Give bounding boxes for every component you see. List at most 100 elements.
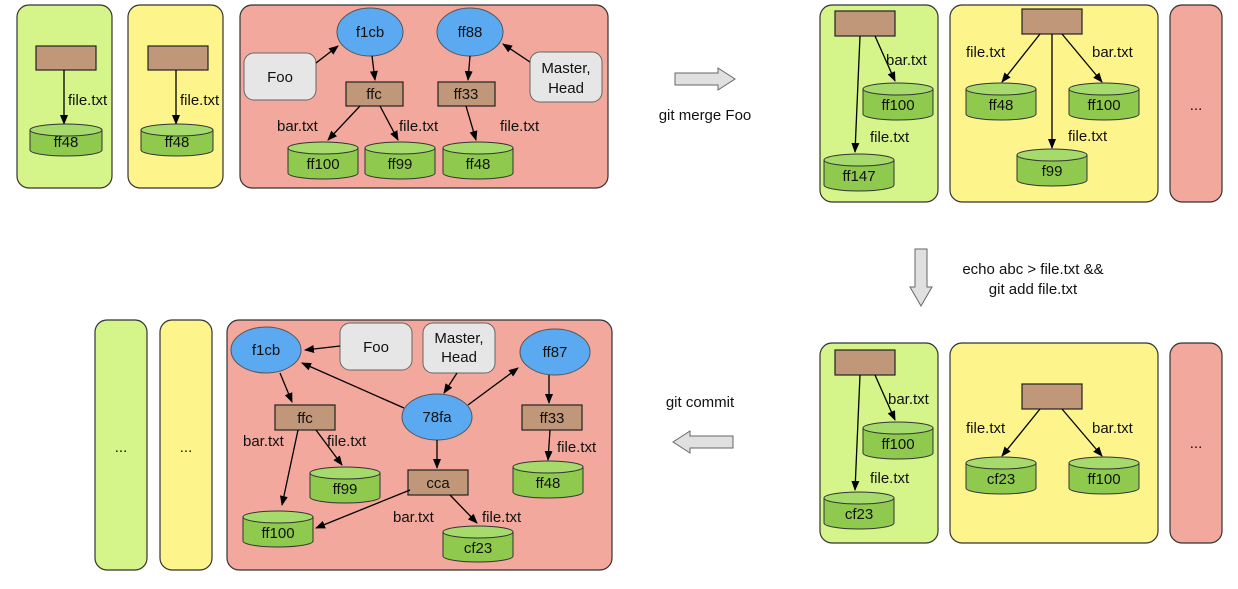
- tree-ffc: ffc: [274, 404, 336, 431]
- blob-cf23: cf23: [965, 456, 1037, 495]
- tree-ff33: ff33: [521, 404, 583, 431]
- arrow-right-icon: [674, 67, 736, 91]
- svg-text:ff48: ff48: [165, 134, 190, 151]
- svg-text:Master,: Master,: [541, 60, 590, 77]
- ref-foo: Foo: [243, 52, 317, 101]
- commit-f1cb: f1cb: [230, 326, 302, 374]
- svg-text:cf23: cf23: [464, 540, 492, 557]
- tree-node: [1021, 8, 1083, 35]
- blob-ff100: ff100: [862, 421, 934, 460]
- blob-ff48: ff48: [29, 123, 103, 157]
- state-initial: file.txt ff48 file.txt ff48 Foo Master, …: [16, 4, 609, 189]
- svg-text:Head: Head: [548, 80, 584, 97]
- ellipsis-label: ...: [180, 439, 193, 456]
- svg-text:ff48: ff48: [989, 97, 1014, 114]
- arrow-left-icon: [672, 430, 734, 454]
- blob-ff99: ff99: [364, 141, 436, 180]
- edge-label: file.txt: [966, 44, 1006, 61]
- commit-78fa: 78fa: [401, 393, 473, 441]
- ref-foo: Foo: [339, 322, 413, 371]
- svg-text:Head: Head: [441, 349, 477, 366]
- svg-text:ffc: ffc: [297, 410, 313, 427]
- blob-f99: f99: [1016, 148, 1088, 187]
- edge-label: file.txt: [500, 118, 540, 135]
- blob-cf23: cf23: [823, 491, 895, 530]
- state-after-commit: ... ... f1cb Foo Master, Head ff87 78fa: [94, 319, 613, 571]
- step-merge-label: git merge Foo: [659, 107, 752, 124]
- commit-ff87: ff87: [519, 328, 591, 376]
- tree-ff33: ff33: [437, 81, 496, 107]
- edge-label: file.txt: [399, 118, 439, 135]
- working-dir-panel: [94, 319, 148, 571]
- tree-node: [834, 10, 896, 37]
- blob-ff100: ff100: [1068, 456, 1140, 495]
- svg-text:ff100: ff100: [1087, 471, 1120, 488]
- ref-master-head: Master, Head: [422, 322, 496, 374]
- blob-ff100: ff100: [287, 141, 359, 180]
- blob-ff100: ff100: [862, 82, 934, 121]
- edge-label: bar.txt: [1092, 420, 1134, 437]
- arrow-down-icon: [909, 248, 933, 307]
- tree-node: [147, 45, 209, 71]
- edge-label: bar.txt: [393, 509, 435, 526]
- blob-ff48: ff48: [442, 141, 514, 180]
- ref-master-head: Master, Head: [529, 51, 603, 103]
- svg-text:ff100: ff100: [881, 97, 914, 114]
- svg-text:ff33: ff33: [540, 410, 565, 427]
- state-after-add: bar.txt file.txt ff100 cf23 file.txt bar…: [819, 342, 1223, 544]
- svg-text:f1cb: f1cb: [252, 342, 280, 359]
- blob-ff99: ff99: [309, 466, 381, 504]
- svg-text:ff99: ff99: [333, 481, 358, 498]
- tree-ffc: ffc: [345, 81, 404, 107]
- blob-cf23: cf23: [442, 525, 514, 563]
- svg-text:ff99: ff99: [388, 156, 413, 173]
- step-echo-line1: echo abc > file.txt &&: [962, 261, 1103, 278]
- ellipsis-label: ...: [1190, 97, 1203, 114]
- commit-ff88: ff88: [436, 7, 504, 57]
- index-panel: [949, 4, 1159, 203]
- blob-ff100: ff100: [1068, 82, 1140, 121]
- svg-text:ff48: ff48: [54, 134, 79, 151]
- index-panel: [949, 342, 1159, 544]
- ellipsis-label: ...: [115, 439, 128, 456]
- commit-f1cb: f1cb: [336, 7, 404, 57]
- edge-label: file.txt: [1068, 128, 1108, 145]
- svg-text:cf23: cf23: [987, 471, 1015, 488]
- svg-text:f99: f99: [1042, 163, 1063, 180]
- repository-panel: [1169, 4, 1223, 203]
- edge-label: file.txt: [327, 433, 367, 450]
- svg-text:ff48: ff48: [536, 475, 561, 492]
- edge-label: file.txt: [557, 439, 597, 456]
- repository-panel: [226, 319, 613, 571]
- ellipsis-label: ...: [1190, 435, 1203, 452]
- step-echo-line2: git add file.txt: [989, 281, 1078, 298]
- edge-label: bar.txt: [1092, 44, 1134, 61]
- svg-text:ff100: ff100: [261, 525, 294, 542]
- index-panel: [159, 319, 213, 571]
- edge-label: file.txt: [482, 509, 522, 526]
- svg-text:ff87: ff87: [543, 344, 568, 361]
- edge-label: bar.txt: [888, 391, 930, 408]
- edge-label: file.txt: [966, 420, 1006, 437]
- state-after-merge: bar.txt file.txt ff100 ff147 file.txt ba…: [819, 4, 1223, 203]
- svg-text:ff33: ff33: [454, 86, 479, 103]
- blob-ff100: ff100: [242, 510, 314, 548]
- svg-text:ff48: ff48: [466, 156, 491, 173]
- step-commit-label: git commit: [666, 394, 735, 411]
- tree-node: [35, 45, 97, 71]
- svg-text:f1cb: f1cb: [356, 24, 384, 41]
- edge-label: file.txt: [180, 92, 220, 109]
- blob-ff48: ff48: [512, 460, 584, 499]
- blob-ff48: ff48: [140, 123, 214, 157]
- svg-text:ff100: ff100: [881, 436, 914, 453]
- svg-text:cf23: cf23: [845, 506, 873, 523]
- svg-text:ffc: ffc: [366, 86, 382, 103]
- svg-text:Foo: Foo: [363, 339, 389, 356]
- svg-text:Master,: Master,: [434, 330, 483, 347]
- edge-label: file.txt: [68, 92, 108, 109]
- svg-text:cca: cca: [426, 475, 450, 492]
- edge-label: file.txt: [870, 129, 910, 146]
- edge-label: bar.txt: [886, 52, 928, 69]
- svg-text:ff100: ff100: [1087, 97, 1120, 114]
